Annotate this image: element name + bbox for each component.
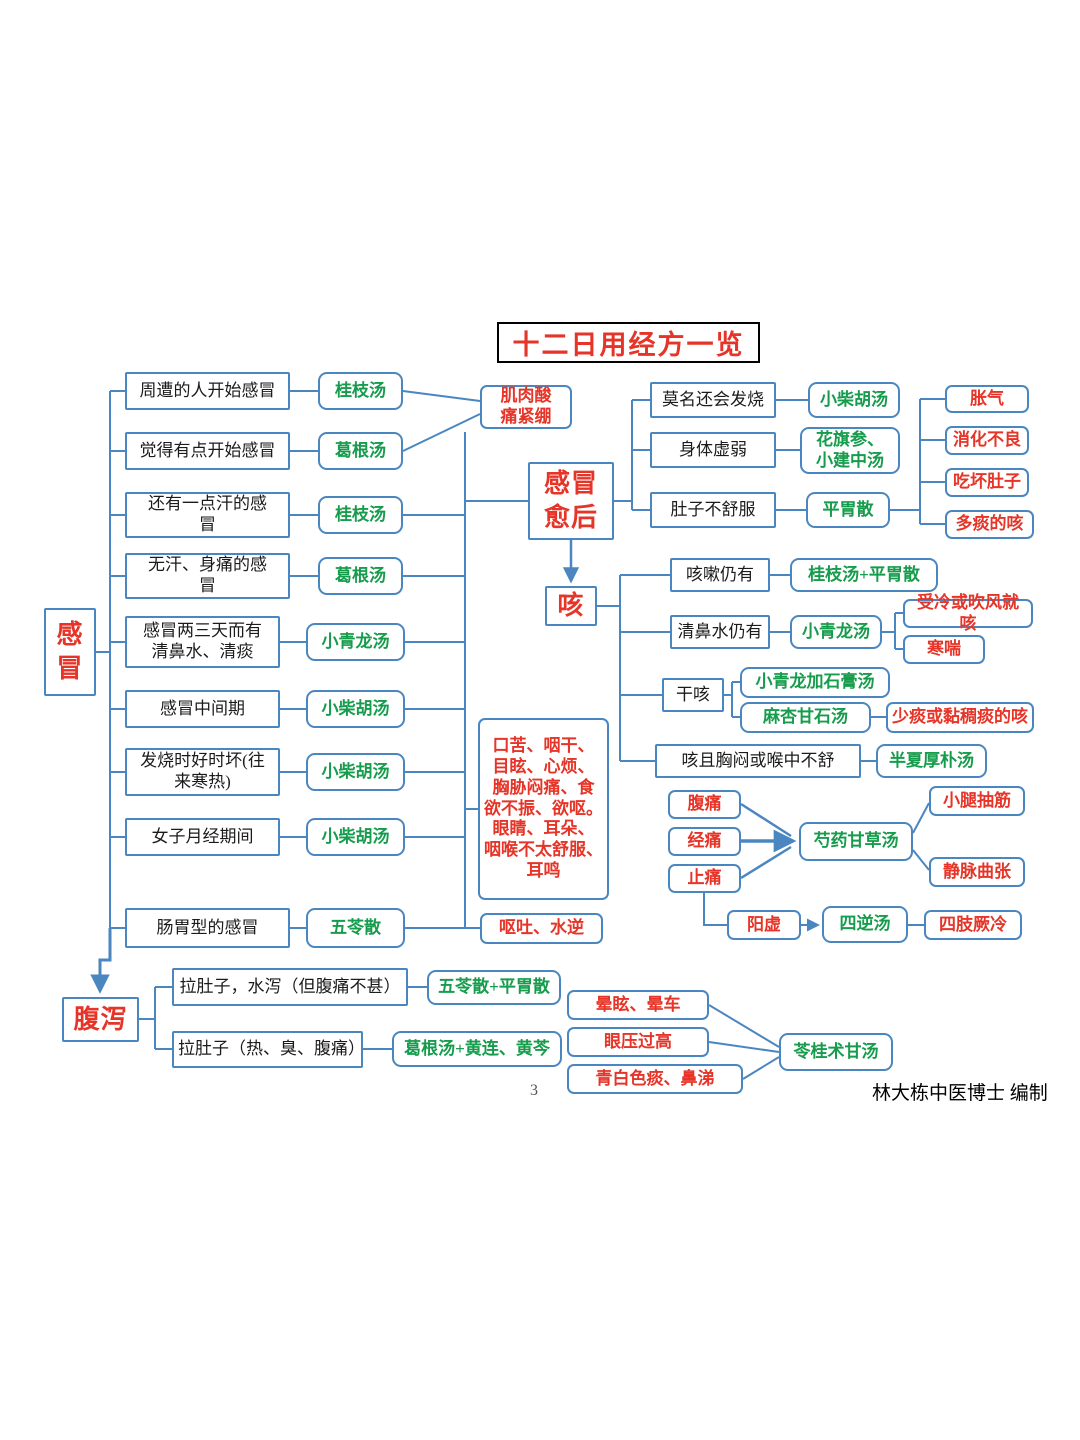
remedy-guizhi-2: 桂枝汤: [318, 496, 403, 534]
note-vomit-water-reversal: 呕吐、水逆: [480, 913, 603, 944]
symptom-intermittent-fever: 发烧时好时坏(往 来寒热): [125, 748, 280, 796]
remedy-gegen-2: 葛根汤: [318, 557, 403, 595]
note-menstrual-pain: 经痛: [668, 827, 741, 856]
remedy-sini: 四逆汤: [822, 906, 908, 943]
note-abdominal-pain: 腹痛: [668, 790, 741, 819]
note-cold-wind-cough: 受冷或吹风就咳: [903, 593, 1033, 633]
note-muscle-ache: 肌肉酸 痛紧绷: [480, 385, 572, 429]
symptom-chest-throat-discomfort: 咳且胸闷或喉中不舒: [655, 744, 861, 778]
symptom-mid-stage-cold: 感冒中间期: [125, 690, 280, 728]
remedy-guizhi-1: 桂枝汤: [318, 372, 403, 410]
note-bad-food: 吃坏肚子: [945, 468, 1029, 497]
remedy-linggui-zhugan: 苓桂术甘汤: [779, 1033, 893, 1071]
note-calf-cramp: 小腿抽筋: [929, 786, 1025, 816]
remedy-gegen-1: 葛根汤: [318, 432, 403, 470]
note-cold-limbs: 四肢厥冷: [924, 910, 1022, 940]
symptom-clear-mucus-remains: 清鼻水仍有: [670, 615, 770, 649]
remedy-xiaochaihu-3: 小柴胡汤: [306, 818, 405, 856]
symptom-people-around-cold: 周遭的人开始感冒: [125, 372, 290, 410]
remedy-wuling-pingwei: 五苓散+平胃散: [427, 970, 561, 1005]
symptom-hot-smelly-diarrhea: 拉肚子（热、臭、腹痛）: [172, 1031, 365, 1068]
remedy-pingweisan: 平胃散: [806, 492, 890, 528]
remedy-wuling: 五苓散: [306, 908, 405, 948]
remedy-maxing-ganshi: 麻杏甘石汤: [740, 702, 871, 733]
symptom-feel-cold-starting: 觉得有点开始感冒: [125, 432, 290, 470]
symptom-clear-mucus: 感冒两三天而有 清鼻水、清痰: [125, 616, 280, 668]
page-number: 3: [530, 1082, 538, 1099]
note-cold-asthma: 寒喘: [903, 635, 985, 664]
note-xiaochaihu-signs: 口苦、咽干、 目眩、心烦、 胸胁闷痛、食 欲不振、欲呕。 眼睛、耳朵、 咽喉不太…: [478, 718, 609, 900]
symptom-slight-sweat-cold: 还有一点汗的感 冒: [125, 492, 290, 538]
category-cold: 感 冒: [44, 608, 96, 696]
symptom-no-sweat-body-ache: 无汗、身痛的感 冒: [125, 553, 290, 599]
remedy-guizhi-pingwei: 桂枝汤+平胃散: [790, 558, 938, 592]
symptom-watery-diarrhea: 拉肚子，水泻（但腹痛不甚）: [172, 968, 408, 1006]
category-diarrhea: 腹泻: [62, 997, 139, 1042]
symptom-unexplained-fever: 莫名还会发烧: [650, 382, 776, 418]
remedy-xiaoqinglong-2: 小青龙汤: [790, 615, 882, 649]
remedy-banxia-houpo: 半夏厚朴汤: [876, 744, 987, 778]
note-high-eye-pressure: 眼压过高: [567, 1027, 709, 1057]
note-sticky-phlegm-cough: 少痰或黏稠痰的咳: [886, 702, 1034, 733]
note-pain-relief: 止痛: [668, 864, 741, 893]
symptom-stomach-discomfort: 肚子不舒服: [650, 492, 776, 528]
author-credit: 林大栋中医博士 编制: [872, 1083, 1048, 1104]
remedy-xiaochaihu-1: 小柴胡汤: [306, 690, 405, 728]
remedy-xiaoqinglong: 小青龙汤: [306, 623, 405, 661]
note-varicose-veins: 静脉曲张: [929, 857, 1025, 887]
symptom-cough-remains: 咳嗽仍有: [670, 558, 770, 592]
diagram-title: 十二日用经方一览: [497, 322, 760, 363]
remedy-xiaochaihu-4: 小柴胡汤: [808, 382, 900, 418]
symptom-weak-body: 身体虚弱: [650, 432, 776, 468]
remedy-shaoyao-gancao: 芍药甘草汤: [799, 822, 913, 861]
symptom-gastro-cold: 肠胃型的感冒: [125, 908, 290, 948]
note-yang-deficiency: 阳虚: [727, 910, 801, 940]
note-clear-phlegm-mucus: 青白色痰、鼻涕: [567, 1064, 743, 1094]
note-indigestion: 消化不良: [945, 426, 1029, 455]
symptom-menstrual-period: 女子月经期间: [125, 818, 280, 856]
note-dizzy-carsick: 晕眩、晕车: [567, 990, 709, 1020]
category-cough: 咳: [545, 586, 597, 626]
category-cold-recovery: 感冒 愈后: [528, 462, 614, 540]
remedy-xiaoqinglong-shigao: 小青龙加石膏汤: [740, 667, 890, 698]
symptom-dry-cough: 干咳: [662, 678, 724, 712]
remedy-xiaochaihu-2: 小柴胡汤: [306, 753, 405, 791]
remedy-huaqishen-xiaojianzhong: 花旗参、 小建中汤: [800, 427, 900, 474]
note-phlegmy-cough: 多痰的咳: [945, 510, 1034, 539]
note-bloating: 胀气: [945, 385, 1029, 413]
remedy-gegen-huanglian-huangqin: 葛根汤+黄连、黄芩: [392, 1031, 562, 1067]
